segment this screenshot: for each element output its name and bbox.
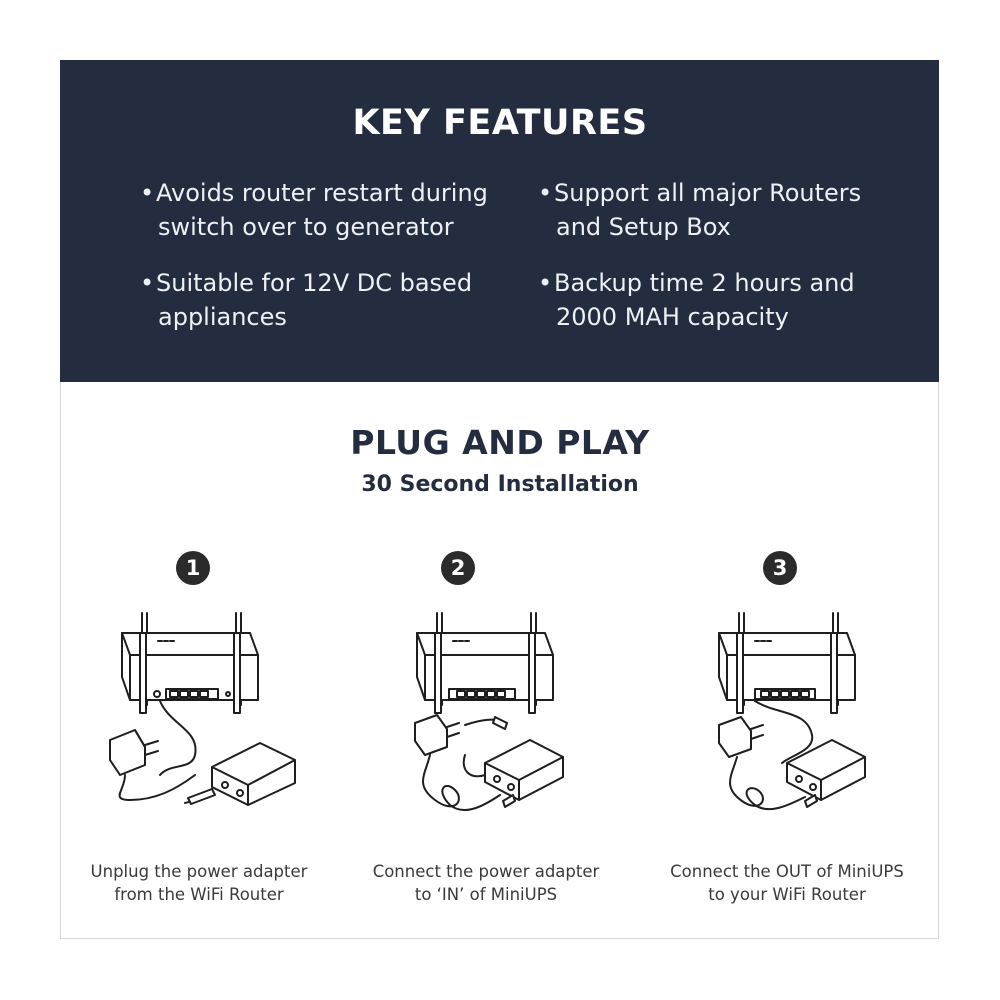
power-adapter-icon (109, 729, 159, 776)
step-number-2: 2 (441, 551, 475, 585)
feature-line: switch over to generator (158, 213, 454, 241)
feature-line: Suitable for 12V DC based (156, 269, 473, 297)
key-features-banner (60, 60, 939, 382)
router-icon (416, 612, 554, 714)
plug-and-play-subtitle: 30 Second Installation (361, 472, 639, 497)
feature-line: 2000 MAH capacity (556, 303, 789, 331)
caption-line: Connect the power adapter (372, 862, 600, 881)
miniups-icon (211, 742, 296, 806)
key-features-title: KEY FEATURES (352, 103, 648, 143)
feature-line: and Setup Box (556, 213, 731, 241)
feature-line: Support all major Routers (554, 179, 862, 207)
feature-item: •Support all major Routers and Setup Box (538, 176, 861, 244)
power-adapter-icon (414, 714, 460, 756)
power-adapter-icon (718, 716, 764, 758)
bullet: • (140, 269, 155, 297)
step-caption-2: Connect the power adapter to ‘IN’ of Min… (346, 860, 626, 906)
feature-line: Avoids router restart during (156, 179, 488, 207)
step-caption-1: Unplug the power adapter from the WiFi R… (59, 860, 339, 906)
feature-item: •Avoids router restart during switch ove… (140, 176, 488, 244)
bullet: • (140, 179, 155, 207)
caption-line: to ‘IN’ of MiniUPS (414, 885, 558, 904)
miniups-icon (786, 739, 866, 801)
caption-line: Unplug the power adapter (90, 862, 308, 881)
bullet: • (538, 269, 553, 297)
router-adapter-unplug-illustration (109, 612, 296, 806)
step-number-3: 3 (763, 551, 797, 585)
adapter-to-miniups-illustration (414, 612, 564, 811)
feature-item: •Suitable for 12V DC based appliances (140, 266, 472, 334)
step-number-1: 1 (176, 551, 210, 585)
miniups-icon (484, 739, 564, 801)
plug-and-play-title: PLUG AND PLAY (350, 423, 650, 462)
router-icon (121, 612, 259, 714)
miniups-to-router-illustration (718, 612, 866, 811)
caption-line: to your WiFi Router (708, 885, 866, 904)
caption-line: Connect the OUT of MiniUPS (670, 862, 904, 881)
caption-line: from the WiFi Router (114, 885, 284, 904)
feature-item: •Backup time 2 hours and 2000 MAH capaci… (538, 266, 855, 334)
step-caption-3: Connect the OUT of MiniUPS to your WiFi … (647, 860, 927, 906)
feature-line: Backup time 2 hours and (554, 269, 855, 297)
bullet: • (538, 179, 553, 207)
router-icon (718, 612, 856, 714)
feature-line: appliances (158, 303, 287, 331)
